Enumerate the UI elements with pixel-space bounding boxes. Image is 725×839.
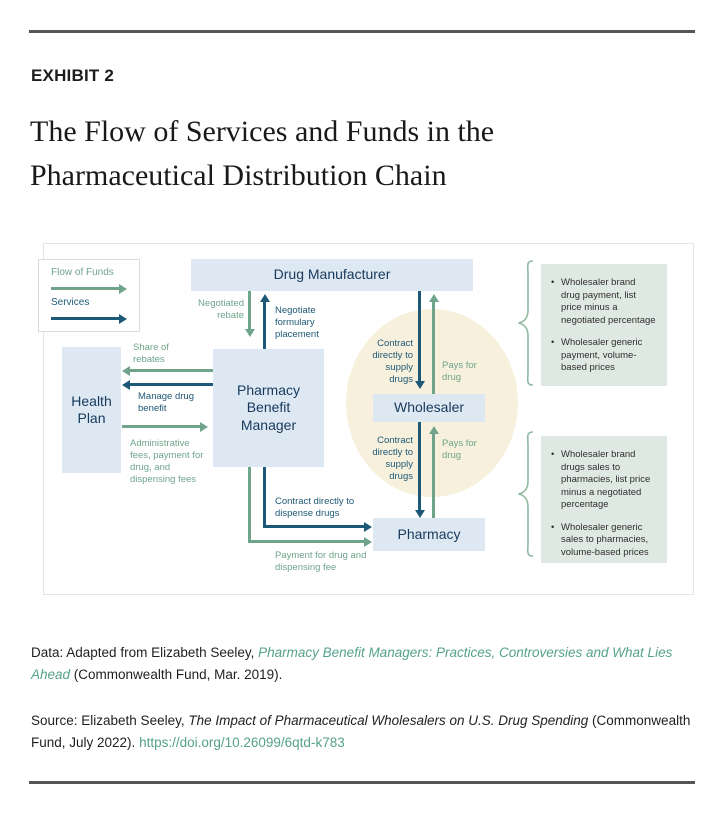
note-wholesaler-pharmacy: • Wholesaler brand drugs sales to pharma… xyxy=(541,436,667,563)
flow-label-negotiate-formulary: Negotiate formulary placement xyxy=(275,305,319,340)
note-text: Wholesaler generic payment, volume-based… xyxy=(561,337,643,374)
doi-link[interactable]: https://doi.org/10.26099/6qtd-k783 xyxy=(139,734,345,750)
flow-label-share-of-rebates: Share of rebates xyxy=(133,342,169,365)
note-bullet: • Wholesaler generic payment, volume-bas… xyxy=(551,337,657,375)
note-wholesaler-manufacturer: • Wholesaler brand drug payment, list pr… xyxy=(541,264,667,386)
services-arrow-negotiate-formulary xyxy=(263,302,266,349)
bullet-dot-icon: • xyxy=(551,337,555,349)
note-bullet: • Wholesaler brand drug payment, list pr… xyxy=(551,277,657,327)
bullet-dot-icon: • xyxy=(551,521,555,533)
flow-label-contract-supply-top: Contract directly to supply drugs xyxy=(372,338,413,385)
note-text: Wholesaler brand drug payment, list pric… xyxy=(561,277,656,326)
note-text: Wholesaler brand drugs sales to pharmaci… xyxy=(561,449,651,511)
flow-label-pays-for-drug-top: Pays for drug xyxy=(442,360,477,383)
brace-icon-top xyxy=(518,260,533,386)
data-note-prefix: Data: Adapted from Elizabeth Seeley, xyxy=(31,644,259,660)
funds-arrow-administrative-fees xyxy=(122,425,200,428)
data-note: Data: Adapted from Elizabeth Seeley, Pha… xyxy=(31,642,691,686)
funds-arrow-pays-for-drug-bottom xyxy=(432,434,435,518)
funds-arrow-pays-for-drug-top xyxy=(432,302,435,394)
node-pharmacy: Pharmacy xyxy=(373,518,485,551)
flow-label-payment-dispensing: Payment for drug and dispensing fee xyxy=(275,550,367,573)
flow-label-contract-supply-bottom: Contract directly to supply drugs xyxy=(372,435,413,482)
services-line-contract-dispense xyxy=(263,467,266,528)
flow-label-negotiated-rebate: Negotiated rebate xyxy=(198,298,244,321)
flow-label-pays-for-drug-bottom: Pays for drug xyxy=(442,438,477,461)
services-arrow-manage-drug-benefit xyxy=(130,383,213,386)
page-title-line1: The Flow of Services and Funds in the xyxy=(30,115,495,148)
exhibit-label: EXHIBIT 2 xyxy=(31,66,115,85)
node-health-plan: Health Plan xyxy=(62,347,121,473)
bottom-rule xyxy=(29,781,695,784)
note-bullet: • Wholesaler brand drugs sales to pharma… xyxy=(551,449,657,512)
funds-arrow-negotiated-rebate xyxy=(248,291,251,329)
flow-label-manage-drug-benefit: Manage drug benefit xyxy=(138,391,194,414)
funds-line-payment-dispensing xyxy=(248,467,251,543)
services-arrow-contract-supply-bottom xyxy=(418,422,421,510)
data-note-citation: Pharmacy Benefit Managers: Practices, Co… xyxy=(31,644,673,682)
brace-icon-bottom xyxy=(518,431,533,557)
funds-arrow-share-of-rebates xyxy=(130,369,213,372)
flow-label-administrative-fees: Administrative fees, payment for drug, a… xyxy=(130,438,204,485)
services-arrow-contract-dispense xyxy=(263,525,364,528)
page-title: The Flow of Services and Funds in the Ph… xyxy=(30,110,494,198)
top-rule xyxy=(29,30,695,33)
node-wholesaler: Wholesaler xyxy=(373,394,485,422)
source-note-prefix: Source: Elizabeth Seeley, xyxy=(31,712,189,728)
funds-arrow-payment-dispensing xyxy=(248,540,364,543)
legend: Flow of Funds Services xyxy=(38,259,140,332)
data-note-suffix: (Commonwealth Fund, Mar. 2019). xyxy=(70,666,283,682)
flow-label-contract-dispense: Contract directly to dispense drugs xyxy=(275,496,355,519)
flow-diagram: Flow of Funds Services Drug Manufacturer… xyxy=(38,243,694,595)
bullet-dot-icon: • xyxy=(551,449,555,460)
note-text: Wholesaler generic sales to pharmacies, … xyxy=(561,521,649,558)
source-note: Source: Elizabeth Seeley, The Impact of … xyxy=(31,710,691,754)
services-arrow-contract-supply-top xyxy=(418,291,421,381)
source-note-suffix: (Commonwealth Fund, July 2022). xyxy=(31,712,691,750)
funds-arrow-icon xyxy=(51,287,119,290)
services-arrow-icon xyxy=(51,317,119,320)
source-note-citation: The Impact of Pharmaceutical Wholesalers… xyxy=(188,712,589,728)
legend-services-label: Services xyxy=(51,297,90,308)
page-title-line2: Pharmaceutical Distribution Chain xyxy=(30,159,447,192)
note-bullet: • Wholesaler generic sales to pharmacies… xyxy=(551,522,657,560)
legend-funds-label: Flow of Funds xyxy=(51,267,114,278)
node-pharmacy-benefit-manager: Pharmacy Benefit Manager xyxy=(213,349,324,467)
node-drug-manufacturer: Drug Manufacturer xyxy=(191,259,473,291)
bullet-dot-icon: • xyxy=(551,277,555,288)
